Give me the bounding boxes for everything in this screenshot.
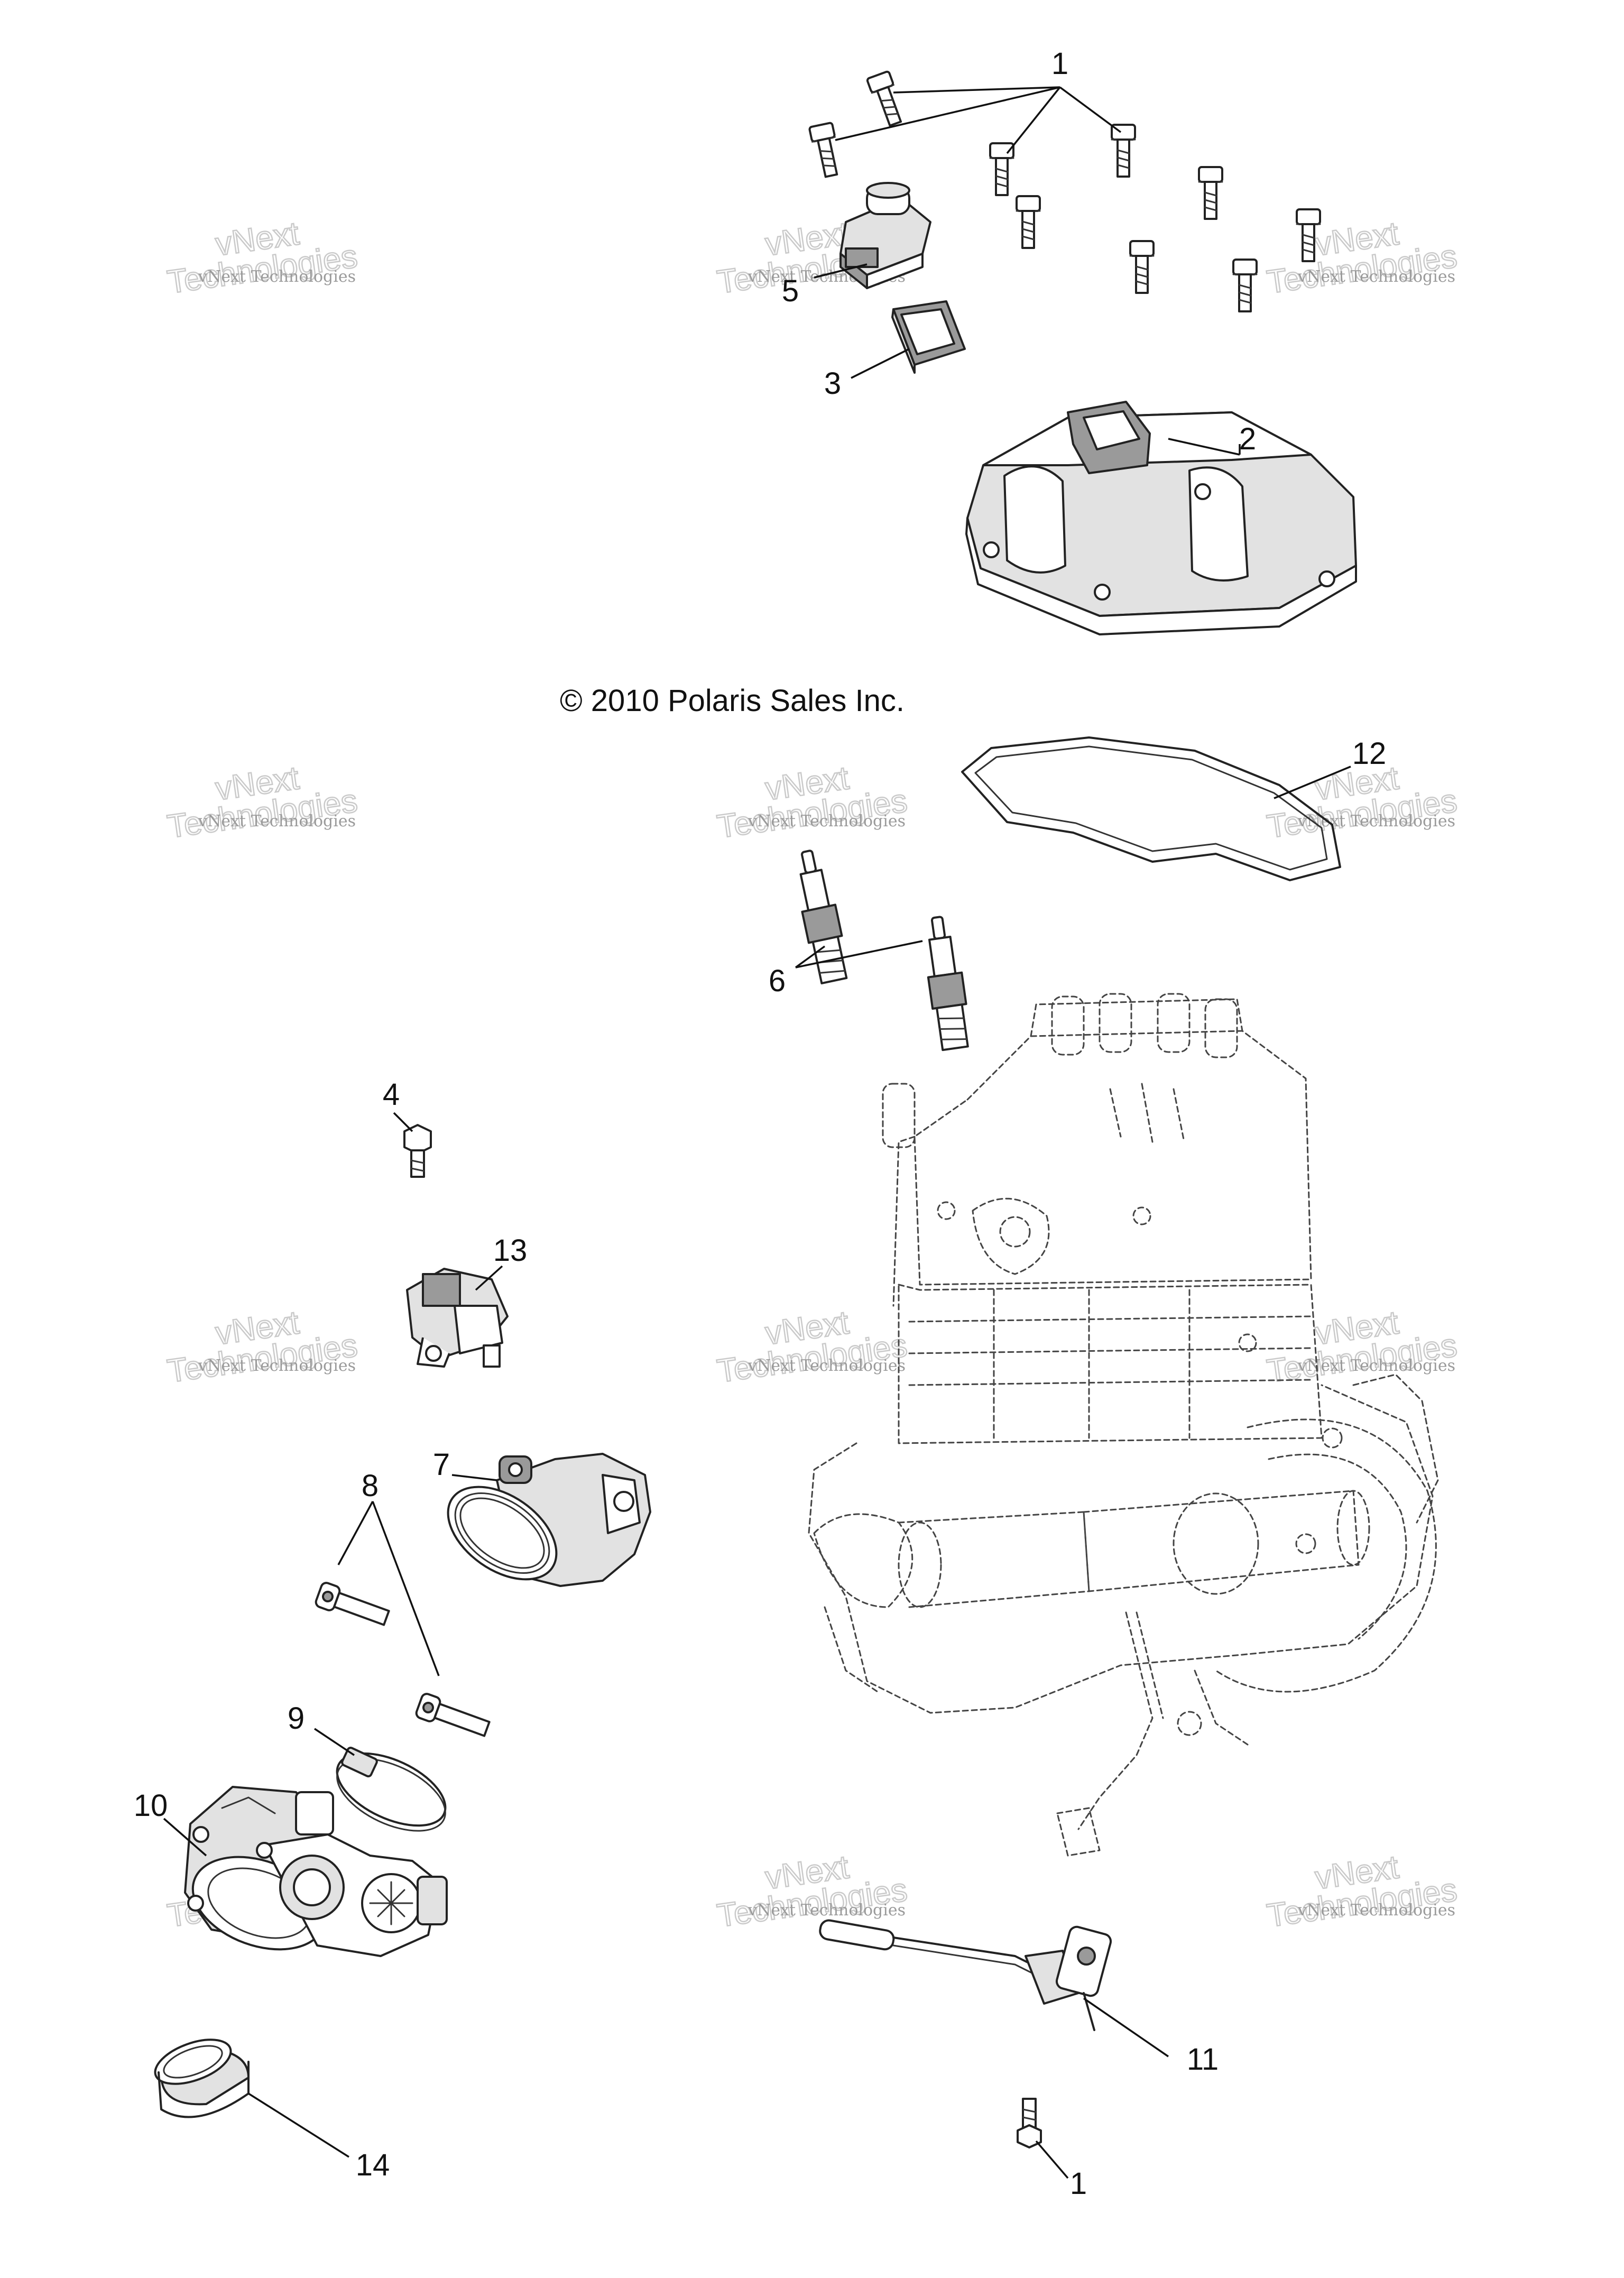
callout-14: 14 — [356, 2148, 390, 2182]
callout-4: 4 — [383, 1077, 400, 1112]
part-9-clamp — [336, 1746, 447, 1832]
part-6-spark-plugs — [799, 850, 969, 1052]
callout-9: 9 — [288, 1701, 304, 1736]
part-5-sensor — [839, 182, 931, 289]
part-4-bolt — [403, 1124, 432, 1178]
watermark — [714, 759, 910, 846]
callout-7: 7 — [433, 1447, 450, 1482]
leader-lines — [163, 86, 1351, 2179]
part-11-sensor — [819, 1919, 1112, 2031]
callout-8: 8 — [362, 1469, 379, 1503]
watermark — [714, 1848, 910, 1935]
part-7-intake-adapter — [447, 1453, 651, 1587]
part-12-gasket — [961, 736, 1341, 881]
watermark — [1264, 214, 1460, 302]
callout-1-top: 1 — [1051, 47, 1068, 81]
part-3-gasket — [891, 300, 966, 374]
watermark — [164, 759, 361, 846]
callout-11: 11 — [1187, 2042, 1219, 2077]
part-10-throttle-body — [184, 1786, 448, 1957]
callout-6: 6 — [769, 964, 786, 998]
part-8-bolts — [315, 1582, 491, 1737]
callout-13: 13 — [493, 1233, 528, 1268]
watermark — [164, 1303, 361, 1391]
callout-5: 5 — [782, 274, 799, 308]
callout-10: 10 — [134, 1788, 168, 1823]
part-14-sleeve — [154, 2039, 250, 2118]
callout-12: 12 — [1352, 736, 1387, 771]
copyright-notice: © 2010 Polaris Sales Inc. — [560, 684, 905, 718]
part-2-valve-cover — [965, 401, 1357, 635]
part-1-bolt-bottom — [1017, 2098, 1042, 2148]
watermark — [1264, 1848, 1460, 1935]
callout-2: 2 — [1239, 422, 1256, 456]
watermark — [1264, 759, 1460, 846]
callout-3: 3 — [824, 366, 841, 401]
engine-block-phantom — [808, 993, 1439, 1857]
watermark — [164, 214, 361, 302]
part-13-sensor — [406, 1268, 509, 1368]
watermark — [714, 1303, 910, 1391]
callout-1-bottom: 1 — [1070, 2166, 1087, 2201]
watermark — [1264, 1303, 1460, 1391]
